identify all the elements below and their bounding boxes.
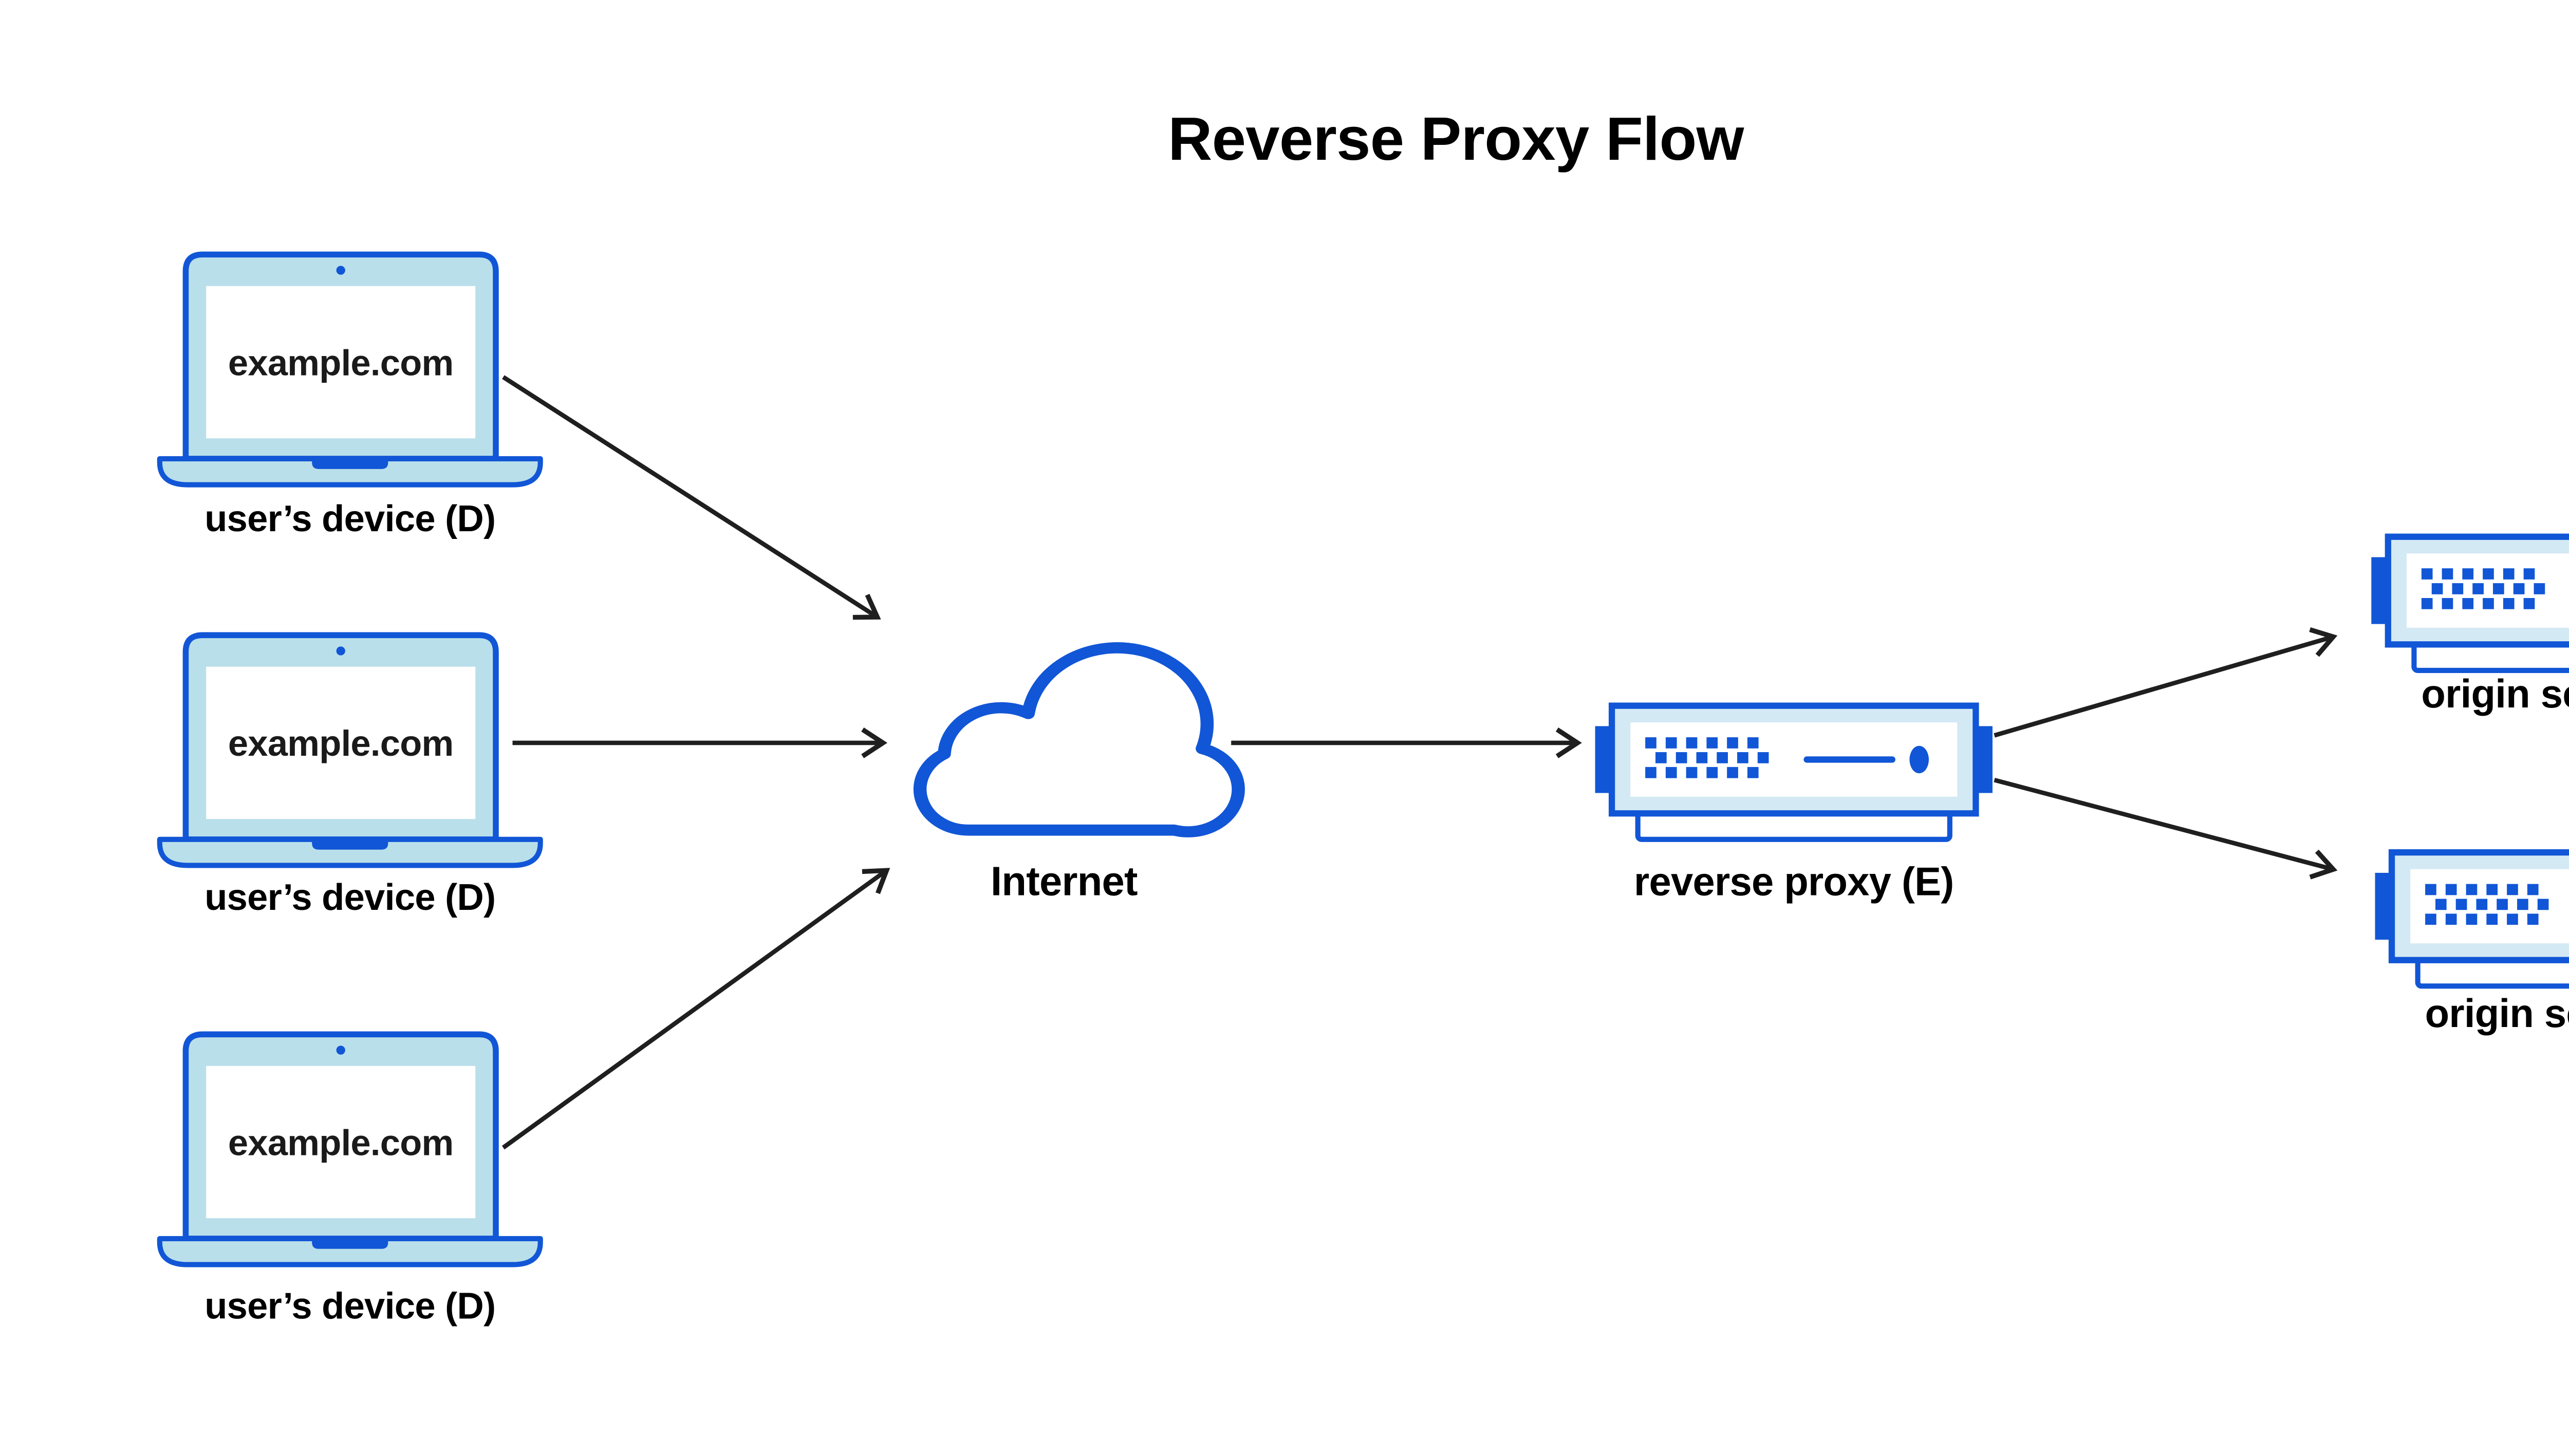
- internet-label: Internet: [991, 858, 1138, 904]
- origin-server-icon: [2375, 852, 2569, 986]
- reverse-proxy-server-icon: [1595, 706, 1993, 839]
- device-node-1: example.com user’s device (D): [160, 254, 541, 539]
- device-label: user’s device (D): [204, 498, 495, 539]
- origin-server-label: origin server (F): [2421, 672, 2569, 716]
- cloud-icon: [913, 642, 1245, 837]
- device-screen-text: example.com: [228, 342, 454, 383]
- device-screen-text: example.com: [228, 1122, 454, 1163]
- internet-node: Internet: [913, 642, 1245, 904]
- device-screen-text: example.com: [228, 723, 454, 763]
- arrow-proxy-to-origin1: [1994, 627, 2338, 738]
- origin-server-node-1: origin server (F): [2371, 537, 2569, 716]
- origin-server-label: origin server (F): [2425, 992, 2569, 1036]
- arrow-device1-to-internet: [502, 375, 881, 620]
- arrow-proxy-to-origin2: [1994, 778, 2338, 880]
- arrow-device3-to-internet: [501, 868, 890, 1150]
- origin-server-icon: [2371, 537, 2569, 670]
- device-label: user’s device (D): [204, 877, 495, 918]
- page-title: Reverse Proxy Flow: [1168, 105, 1744, 173]
- device-label: user’s device (D): [204, 1285, 495, 1327]
- device-node-2: example.com user’s device (D): [160, 635, 541, 918]
- device-node-3: example.com user’s device (D): [160, 1034, 541, 1327]
- flow-arrows: [501, 375, 2338, 1150]
- reverse-proxy-node: reverse proxy (E): [1595, 706, 1993, 904]
- origin-server-node-2: origin server (F): [2375, 852, 2569, 1036]
- reverse-proxy-label: reverse proxy (E): [1634, 860, 1954, 904]
